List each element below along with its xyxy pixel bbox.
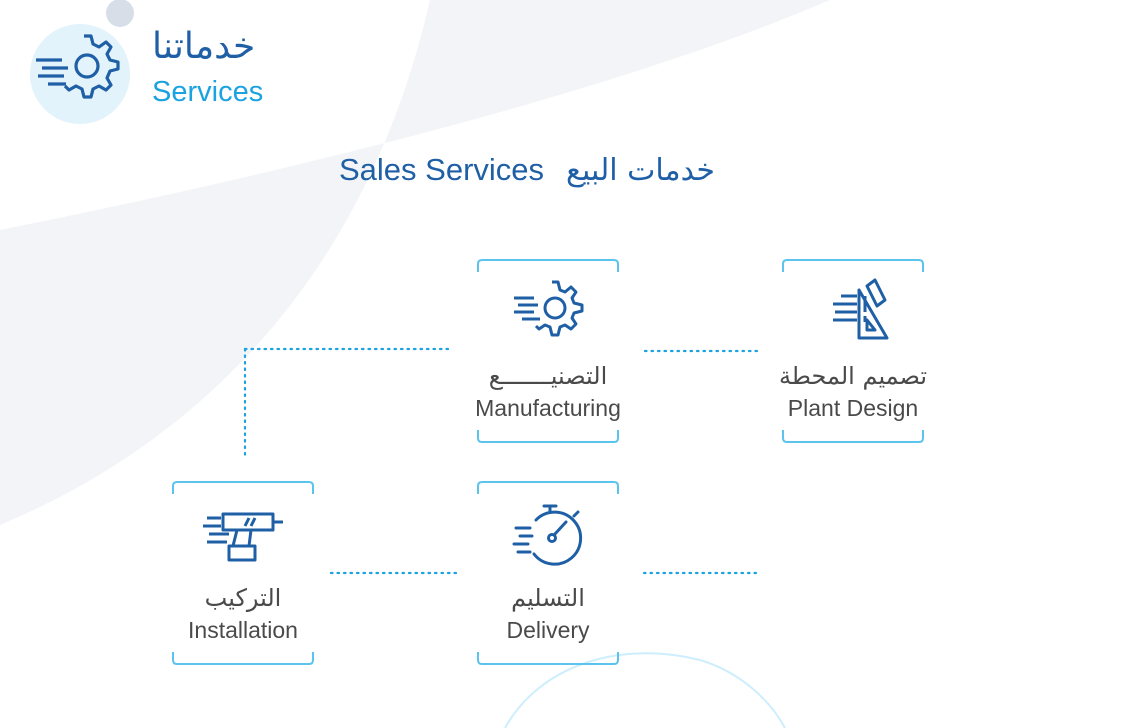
drill-icon <box>203 512 283 562</box>
logo-title-arabic: خدماتنا <box>152 26 256 67</box>
service-label-english: Installation <box>188 617 298 643</box>
card-bracket <box>782 259 924 443</box>
service-label-arabic: التصنيـــــــع <box>488 362 608 390</box>
service-label-arabic: التسليم <box>511 584 585 612</box>
service-label-english: Delivery <box>506 617 590 643</box>
gear-icon <box>514 280 584 337</box>
service-label-arabic: تصميم المحطة <box>778 362 928 390</box>
logo-title-english: Services <box>152 76 264 108</box>
stopwatch-icon <box>512 504 583 566</box>
service-card-installation[interactable]: التركيب Installation <box>171 480 315 666</box>
drafting-triangle-pencil-icon <box>833 278 889 340</box>
card-bracket <box>477 481 619 665</box>
service-label-english: Plant Design <box>787 395 919 421</box>
services-logo <box>28 0 298 130</box>
service-card-plant-design[interactable]: تصميم المحطة Plant Design <box>779 258 927 444</box>
service-label-english: Manufacturing <box>475 395 621 421</box>
card-bracket <box>172 481 314 665</box>
section-title: Sales Services خدمات البيع <box>339 150 715 190</box>
service-card-delivery[interactable]: التسليم Delivery <box>476 480 620 666</box>
service-label-arabic: التركيب <box>204 584 282 612</box>
section-title-english: Sales Services <box>339 152 545 187</box>
section-title-arabic: خدمات البيع <box>566 152 715 188</box>
gear-icon <box>30 24 130 124</box>
service-card-manufacturing[interactable]: التصنيـــــــع Manufacturing <box>475 258 621 444</box>
card-bracket <box>477 259 619 443</box>
